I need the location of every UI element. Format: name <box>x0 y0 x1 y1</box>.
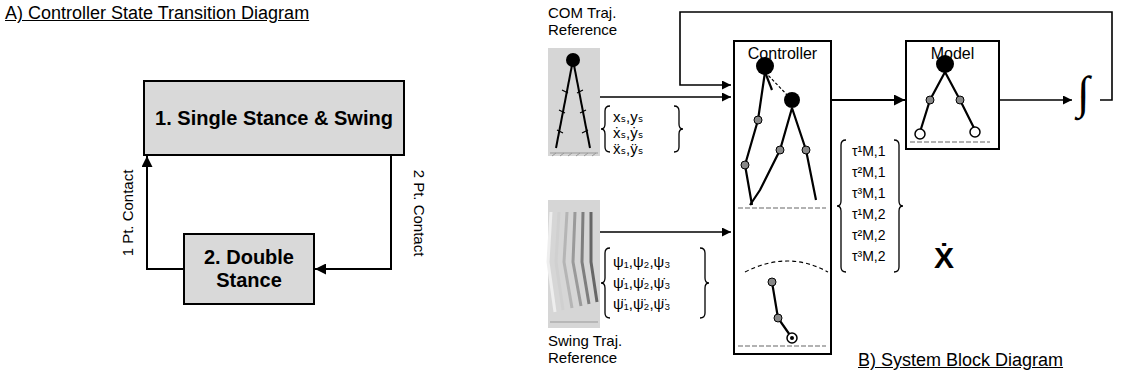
matrix-entry: ẋₛ,ẏₛ <box>613 124 643 141</box>
swing-reference-panel <box>548 200 600 328</box>
torque-entry: τ³M,1 <box>852 185 886 201</box>
ground-hatch <box>738 208 826 346</box>
model-joints <box>915 55 980 139</box>
matrix-entry: xₛ,yₛ <box>613 108 643 125</box>
panel-title: B) System Block Diagram <box>858 350 1063 371</box>
controller-stick-figures <box>745 72 828 338</box>
node-text: 2. Double Stance <box>193 246 305 292</box>
panel-title: A) Controller State Transition Diagram <box>5 3 309 24</box>
node-text: 1. Single Stance & Swing <box>155 107 393 130</box>
edge-label: 2 Pt. Contact <box>411 168 428 257</box>
com-mass <box>566 53 580 67</box>
com-stick-figure <box>556 60 590 148</box>
ground-hatch <box>550 322 598 323</box>
torque-entry: τ²M,1 <box>852 164 886 180</box>
com-reference-panel <box>548 48 600 156</box>
torque-entry: τ²M,2 <box>852 227 886 243</box>
integrator-symbol: ∫ <box>1077 66 1090 119</box>
signal-wire <box>600 12 1112 232</box>
ground-hatch <box>910 141 990 143</box>
state-box: 2. Double Stance <box>183 233 315 305</box>
transition-arrow <box>315 156 391 269</box>
node-text: Model <box>907 42 998 63</box>
torque-entry: τ³M,2 <box>852 248 886 264</box>
controller-block: Controller <box>733 40 832 355</box>
transition-arrow <box>147 156 183 269</box>
reference-label: COM Traj. Reference <box>548 4 648 38</box>
state-derivative: Ẋ <box>934 240 954 275</box>
torque-entry: τ¹M,2 <box>852 206 886 222</box>
model-block: Model <box>905 40 1000 150</box>
matrix-entry: ẍₛ,ÿₛ <box>613 140 643 157</box>
matrix-entry: ψ₁,ψ₂,ψ₃ <box>613 253 670 270</box>
matrix-entry: ψ̇₁,ψ̇₂,ψ̇₃ <box>613 274 670 291</box>
state-box: 1. Single Stance & Swing <box>143 80 405 156</box>
node-text: Controller <box>735 42 830 63</box>
controller-joints <box>741 57 810 343</box>
transition-arrow <box>832 99 905 101</box>
reference-label: Swing Traj. Reference <box>548 332 648 366</box>
matrix-entry: ψ̈₁,ψ̈₂,ψ̈₃ <box>613 295 670 312</box>
model-stick-figure <box>920 72 975 132</box>
torque-entry: τ¹M,1 <box>852 143 886 159</box>
swing-leg-sequence <box>548 212 597 312</box>
ground-hatch <box>550 153 598 156</box>
edge-label: 1 Pt. Contact <box>119 168 136 257</box>
